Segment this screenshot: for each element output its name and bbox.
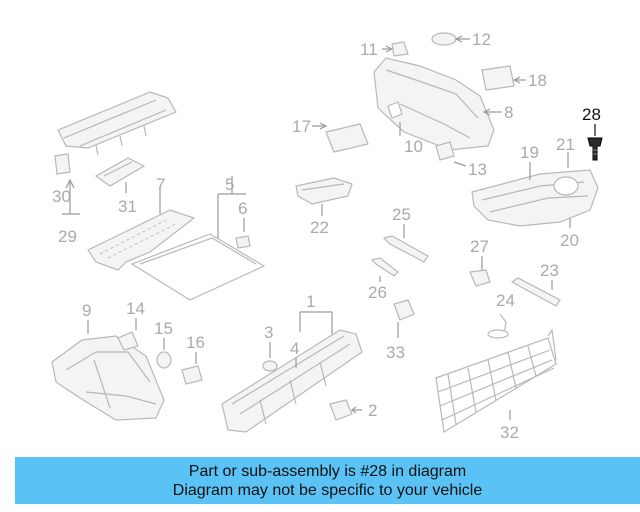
callout-13: 13 [468,160,487,179]
part-24-strap [487,313,509,339]
callout-19: 19 [520,143,539,162]
callout-1: 1 [306,292,315,311]
callout-18: 18 [528,71,547,90]
part-13-bracket [435,141,455,161]
callout-4: 4 [290,339,299,358]
part-25-tool [382,235,429,263]
callout-16: 16 [186,333,205,352]
cargo-net-drawing [435,328,557,433]
part-15-grommet [156,351,172,369]
callout-17: 17 [292,117,311,136]
trunk-floor-panel [130,233,266,301]
parts-diagram: 1 2 3 4 5 6 7 8 9 10 11 12 13 14 15 16 1… [51,30,603,442]
callout-8: 8 [504,103,513,122]
callout-3: 3 [264,323,273,342]
callout-27: 27 [470,237,489,256]
part-23-lug-wrench [510,277,561,307]
callout-29: 29 [58,227,77,246]
callout-32: 32 [500,423,519,442]
part-16-fastener [181,365,203,385]
callout-33: 33 [386,343,405,362]
callout-15: 15 [154,319,173,338]
callout-21: 21 [556,135,575,154]
callout-26: 26 [368,283,387,302]
callout-28: 28 [582,105,601,124]
part-26-wrench [370,257,399,277]
left-quarter-trim-drawing [51,335,165,421]
part-11-cap [391,41,409,57]
rear-sill-plate-drawing [221,329,363,433]
part-12-plug [431,32,457,46]
part-28-fastener [587,124,603,161]
part-18-pad [481,65,515,91]
part-14-clip [117,331,139,351]
callout-20: 20 [560,231,579,250]
callout-7: 7 [156,175,165,194]
banner-line-2: Diagram may not be specific to your vehi… [172,481,483,499]
part-30-bracket [54,153,71,175]
part-17-panel [325,123,369,153]
banner-line-1: Part or sub-assembly is #28 in diagram [188,462,467,480]
callout-2: 2 [368,401,377,420]
part-33-clip [393,299,415,321]
callout-10: 10 [404,137,423,156]
part-2-bracket [329,399,353,421]
quarter-trim-drawing [373,57,495,151]
callout-14: 14 [126,299,145,318]
floor-mat-drawing [87,209,196,271]
part-27-hook [469,269,491,287]
callout-24: 24 [496,291,515,310]
info-banner: Part or sub-assembly is #28 in diagram D… [15,457,640,504]
part-31-trim [94,157,146,187]
callout-11: 11 [360,40,378,59]
callout-22: 22 [310,218,329,237]
callout-31: 31 [118,197,137,216]
callout-25: 25 [392,205,411,224]
callout-9: 9 [82,301,91,320]
part-3-grommet [262,360,278,372]
callout-6: 6 [238,199,247,218]
part-22-jack-holder [295,177,353,205]
right-side-panel-drawing [471,169,599,227]
part-6-clip [235,235,251,249]
callout-12: 12 [472,30,491,49]
cargo-cover-drawing [57,91,177,156]
callout-5: 5 [225,175,234,194]
callout-23: 23 [540,261,559,280]
callout-30: 30 [52,187,71,206]
